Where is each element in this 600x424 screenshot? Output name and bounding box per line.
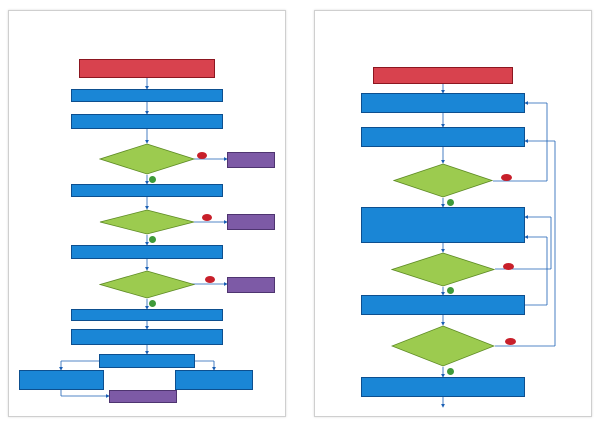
right-d1-yes-badge [447,199,454,206]
left-side-box-3 [227,277,275,293]
right-flowchart-page [314,10,592,417]
left-step-6 [71,329,223,345]
right-step-3 [361,207,525,243]
left-decision-3-shape [99,270,195,299]
left-decision-1 [99,143,195,175]
left-bottom-left-box [19,370,104,390]
right-decision-1-shape [393,163,493,198]
right-decision-3-text [414,333,472,358]
right-decision-3 [391,325,495,367]
left-decision-2-text [120,214,174,230]
left-decision-1-text [120,149,174,168]
left-d1-no-badge [197,152,207,159]
right-step-1 [361,93,525,113]
left-step-7 [99,354,195,368]
left-side-box-1 [227,152,275,168]
right-d3-no-badge [505,338,516,345]
right-decision-3-shape [391,325,495,367]
right-d2-yes-badge [447,287,454,294]
left-d3-no-badge [205,276,215,283]
right-d1-no-badge [501,174,512,181]
left-end-box [109,390,177,403]
left-start-box [79,59,215,78]
right-start-box [373,67,513,84]
right-decision-1-text [415,170,471,191]
left-decision-3 [99,270,195,299]
left-decision-2 [99,209,195,235]
left-bottom-right-box [175,370,253,390]
right-connectors [441,84,556,408]
left-step-1 [71,89,223,102]
left-step-4 [71,245,223,259]
left-d2-yes-badge [149,236,156,243]
right-decision-2-shape [391,252,495,287]
right-step-2 [361,127,525,147]
left-step-3 [71,184,223,197]
right-d3-yes-badge [447,368,454,375]
left-decision-3-text [120,276,174,293]
left-d2-no-badge [202,214,212,221]
right-decision-2-text [414,259,472,280]
right-step-4 [361,295,525,315]
right-decision-1 [393,163,493,198]
right-step-5 [361,377,525,397]
left-side-box-2 [227,214,275,230]
left-d3-yes-badge [149,300,156,307]
right-decision-2 [391,252,495,287]
left-decision-1-shape [99,143,195,175]
left-step-2 [71,114,223,129]
left-decision-2-shape [99,209,195,235]
left-step-5 [71,309,223,321]
right-d2-no-badge [503,263,514,270]
left-d1-yes-badge [149,176,156,183]
left-flowchart-page [8,10,286,417]
